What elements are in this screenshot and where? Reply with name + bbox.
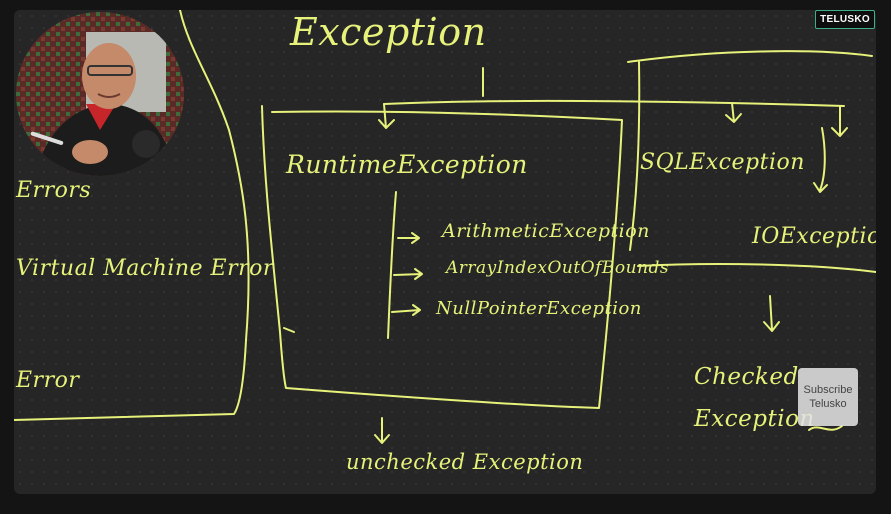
channel-badge[interactable]: TELUSKO — [815, 10, 875, 29]
arithmetic-exception-item: ArithmeticException — [442, 220, 650, 242]
diagram-strokes — [14, 10, 876, 444]
null-pointer-item: NullPointerException — [436, 298, 642, 319]
unchecked-exception-label: unchecked Exception — [346, 450, 584, 474]
label-vm-error: Virtual Machine Error — [16, 256, 274, 281]
label-errors: Errors — [16, 178, 92, 203]
runtime-exception-title: RuntimeException — [286, 150, 528, 179]
io-exception-label: IOException — [752, 224, 876, 249]
subscribe-label: Subscribe — [803, 384, 853, 396]
array-index-item: ArrayIndexOutOfBounds — [446, 258, 670, 278]
checked-exception-label: Checked Exception — [694, 364, 815, 432]
heading-exception: Exception — [290, 10, 487, 54]
presenter-webcam — [16, 12, 184, 176]
subscribe-button[interactable]: Subscribe Telusko — [798, 368, 858, 426]
sql-exception-label: SQLException — [640, 150, 805, 175]
label-error: Error — [16, 368, 80, 393]
subscribe-channel-label: Telusko — [809, 398, 847, 410]
